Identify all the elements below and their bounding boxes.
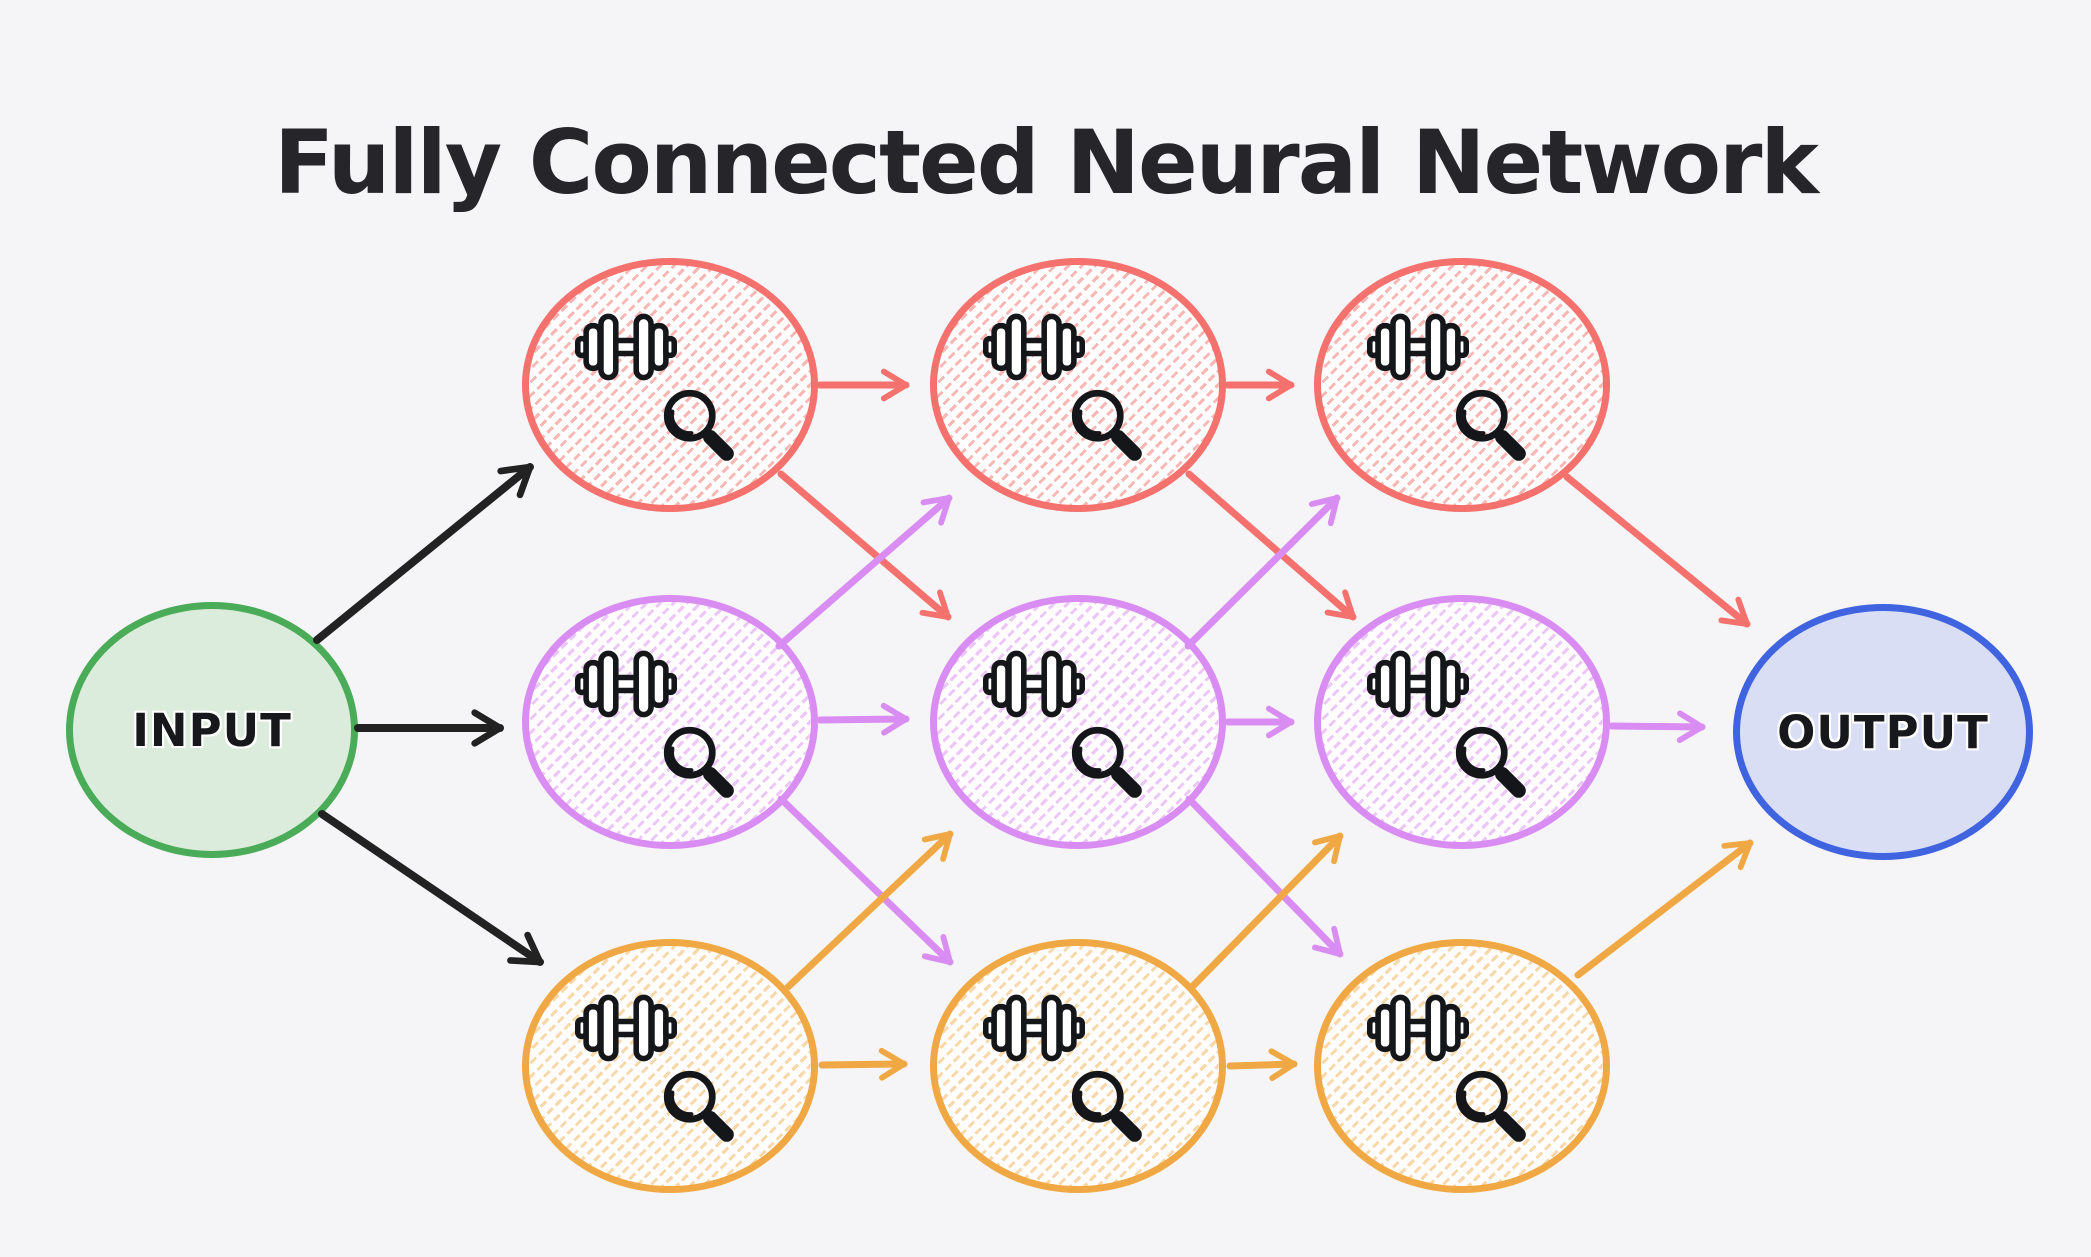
dumbbell-icon	[983, 650, 1085, 718]
hidden-node-h22	[930, 595, 1226, 849]
edge-h23-output	[1608, 710, 1706, 744]
edge-h33-output	[1574, 839, 1754, 979]
edge-h22-h13	[1184, 494, 1341, 650]
magnifier-icon	[1455, 1070, 1526, 1142]
dumbbell-icon	[1367, 650, 1469, 718]
edge-h32-h33	[1226, 1048, 1298, 1082]
magnifier-icon	[1455, 389, 1526, 461]
edge-h32-h23	[1188, 832, 1344, 991]
output-node: OUTPUT	[1733, 604, 2033, 860]
input-node: INPUT	[66, 602, 358, 858]
magnifier-icon	[1455, 726, 1526, 798]
hidden-node-h23	[1314, 595, 1610, 849]
edge-input-h11	[313, 463, 534, 644]
dumbbell-icon	[983, 313, 1085, 381]
dumbbell-icon	[1367, 994, 1469, 1062]
dumbbell-icon	[575, 994, 677, 1062]
diagram-title: Fully Connected Neural Network	[274, 110, 1819, 214]
dumbbell-icon	[1367, 313, 1469, 381]
edge-h21-h32	[777, 795, 954, 966]
edge-h12-h23	[1185, 470, 1357, 621]
dumbbell-icon	[575, 650, 677, 718]
dumbbell-icon	[983, 994, 1085, 1062]
hidden-node-h31	[522, 939, 818, 1193]
edge-h11-h22	[777, 470, 952, 621]
hidden-node-h11	[522, 258, 818, 512]
magnifier-icon	[663, 1070, 734, 1142]
hidden-node-h33	[1314, 939, 1610, 1193]
output-node-label: OUTPUT	[1777, 705, 1989, 759]
magnifier-icon	[663, 389, 734, 461]
magnifier-icon	[1071, 389, 1142, 461]
edge-h21-h22	[816, 702, 910, 736]
hidden-node-h21	[522, 595, 818, 849]
input-node-label: INPUT	[132, 703, 292, 757]
dumbbell-icon	[575, 313, 677, 381]
hidden-node-h12	[930, 258, 1226, 512]
magnifier-icon	[663, 726, 734, 798]
magnifier-icon	[1071, 1070, 1142, 1142]
edge-h31-h32	[818, 1047, 908, 1081]
edge-h13-output	[1563, 473, 1751, 628]
magnifier-icon	[1071, 726, 1142, 798]
hidden-node-h32	[930, 939, 1226, 1193]
edge-h22-h33	[1185, 795, 1344, 958]
edge-input-h31	[318, 810, 544, 966]
edge-h31-h22	[784, 830, 954, 991]
hidden-node-h13	[1314, 258, 1610, 512]
edge-h21-h12	[775, 494, 953, 650]
